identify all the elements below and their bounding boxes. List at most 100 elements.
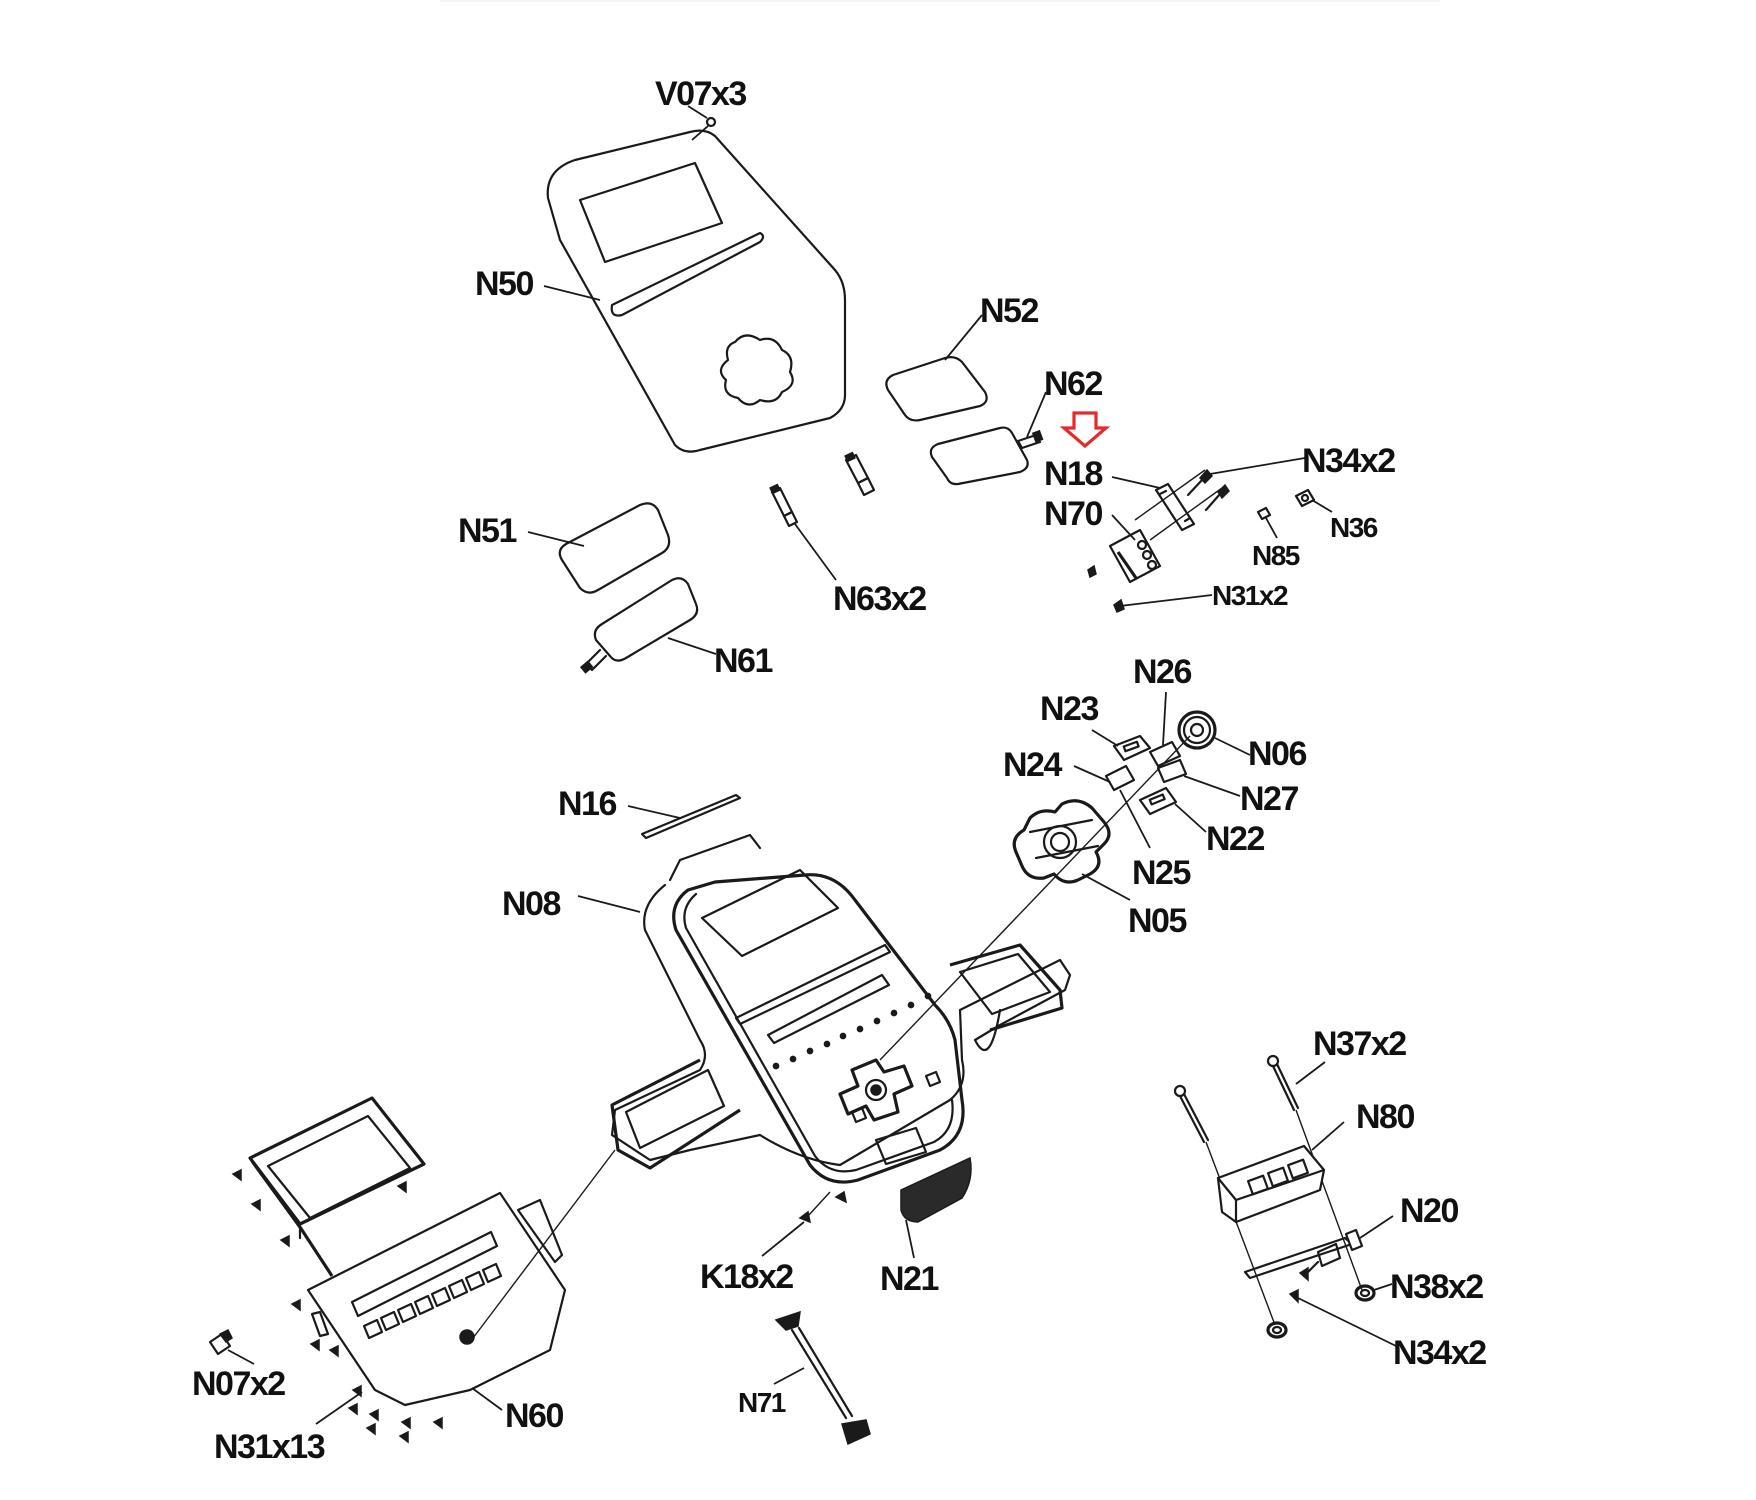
part-n71-cable[interactable]	[774, 1310, 871, 1446]
leader-n05	[1081, 873, 1131, 901]
leader-n52	[944, 314, 983, 361]
knob-axis-line	[879, 735, 1191, 1061]
leader-n31-top	[1119, 594, 1213, 607]
leader-n50	[543, 285, 601, 301]
leader-n16	[627, 805, 681, 819]
label-n16: N16	[558, 785, 616, 823]
leader-n38	[1373, 1283, 1393, 1291]
label-n38x2: N38x2	[1390, 1268, 1483, 1306]
label-n24: N24	[1003, 746, 1062, 784]
bolt-axis-right	[1295, 1109, 1363, 1291]
leader-n18	[1111, 476, 1161, 489]
part-n08-console-housing[interactable]	[610, 833, 1072, 1184]
part-n52-overlay[interactable]	[885, 356, 988, 422]
label-n08: N08	[502, 885, 560, 923]
k18-axis	[807, 1191, 831, 1217]
leader-n34-bottom	[1297, 1297, 1397, 1347]
part-k18-screws[interactable]	[798, 1190, 848, 1224]
label-v07x3: V07x3	[655, 75, 746, 113]
label-n20: N20	[1400, 1192, 1458, 1230]
highlight-arrow-icon	[1059, 411, 1111, 449]
part-v07-screw[interactable]	[691, 116, 717, 141]
part-n18-bracket[interactable]	[1134, 469, 1223, 541]
label-n37x2: N37x2	[1313, 1025, 1406, 1063]
part-n21-grille[interactable]	[900, 1156, 972, 1223]
console-button-dots	[772, 992, 932, 1070]
leader-n71	[773, 1367, 805, 1385]
part-n85-clip[interactable]	[1256, 506, 1272, 521]
part-n26-key[interactable]	[1148, 740, 1182, 768]
part-n24-key[interactable]	[1104, 764, 1136, 792]
label-n63x2: N63x2	[833, 580, 926, 618]
label-n26: N26	[1133, 653, 1191, 691]
label-n27: N27	[1240, 780, 1298, 818]
part-n34-screws-top[interactable]	[1186, 468, 1230, 512]
label-n71: N71	[738, 1387, 786, 1418]
part-display-screws[interactable]	[231, 1168, 407, 1248]
label-n22: N22	[1206, 820, 1264, 858]
top-border	[440, 0, 1440, 2]
label-n70: N70	[1044, 495, 1102, 533]
leader-n70	[1111, 514, 1136, 541]
part-n62-keypad[interactable]	[929, 426, 1044, 486]
part-n80-housing[interactable]	[1216, 1144, 1326, 1224]
leader-n36	[1311, 499, 1333, 513]
part-n50-overlay[interactable]	[546, 129, 847, 453]
leader-n24	[1073, 765, 1111, 783]
bolt-axis-left	[1205, 1141, 1276, 1326]
leader-n07	[227, 1349, 255, 1365]
label-n23: N23	[1040, 690, 1098, 728]
leader-n25	[1119, 789, 1151, 849]
leader-n26	[1162, 691, 1167, 746]
leader-n51	[527, 531, 585, 547]
leader-k18	[761, 1221, 805, 1257]
leader-n34-top	[1209, 457, 1306, 475]
part-n27-key[interactable]	[1156, 758, 1188, 784]
part-n60-pcb[interactable]	[306, 1191, 567, 1407]
part-n70-switch[interactable]	[1108, 528, 1162, 584]
leader-n85	[1265, 517, 1278, 539]
leader-v07	[687, 105, 708, 119]
leader-n63	[794, 523, 837, 581]
leader-n22	[1174, 803, 1207, 833]
label-n18: N18	[1044, 455, 1102, 493]
leader-n08	[577, 895, 641, 913]
part-display-frame[interactable]	[248, 1096, 426, 1277]
part-n34-screws-bottom[interactable]	[1288, 1260, 1320, 1304]
leader-n62	[1026, 391, 1047, 438]
leader-n31-bottom	[315, 1391, 363, 1425]
label-n61: N61	[714, 642, 772, 680]
label-n21: N21	[880, 1260, 938, 1298]
leader-n80	[1311, 1121, 1345, 1151]
part-n05-knob[interactable]	[1012, 799, 1111, 884]
label-n80: N80	[1356, 1098, 1414, 1136]
leader-n27	[1183, 775, 1241, 797]
part-n63-cables[interactable]	[769, 451, 876, 528]
part-n20-plate[interactable]	[1243, 1228, 1364, 1280]
part-n22-key[interactable]	[1138, 786, 1178, 816]
label-n31x13: N31x13	[214, 1428, 325, 1466]
part-n06-washer[interactable]	[1177, 710, 1217, 750]
label-n85: N85	[1252, 540, 1300, 571]
part-n36-nut[interactable]	[1294, 488, 1316, 508]
label-n62: N62	[1044, 365, 1102, 403]
part-n31-screws-bottom[interactable]	[290, 1298, 443, 1444]
part-n07-standoff[interactable]	[208, 1328, 233, 1356]
part-n38-washers[interactable]	[1266, 1284, 1376, 1339]
leader-n23	[1091, 729, 1119, 747]
part-n61-keypad[interactable]	[579, 577, 699, 674]
part-n51-overlay[interactable]	[558, 502, 671, 594]
part-n31-screws-top[interactable]	[1087, 564, 1125, 613]
leader-n60	[471, 1387, 503, 1411]
part-n23-key[interactable]	[1112, 734, 1152, 762]
label-n51: N51	[458, 512, 516, 550]
leader-n06	[1214, 737, 1251, 756]
label-n06: N06	[1248, 735, 1306, 773]
label-k18x2: K18x2	[700, 1258, 793, 1296]
label-n34x2-bottom: N34x2	[1393, 1334, 1486, 1372]
leader-n37	[1295, 1061, 1326, 1085]
label-n25: N25	[1132, 854, 1190, 892]
part-n37-bolts[interactable]	[1173, 1054, 1300, 1144]
part-n16-strip[interactable]	[640, 793, 742, 840]
